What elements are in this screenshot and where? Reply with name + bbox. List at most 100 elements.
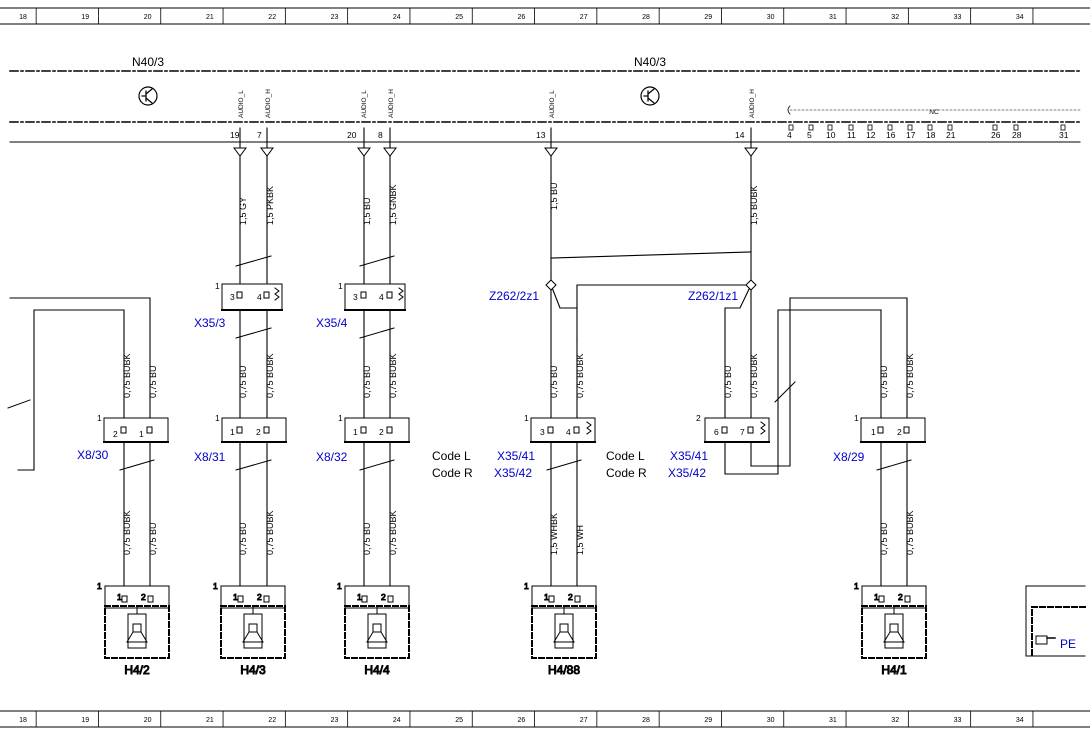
nc-pin-number: 18 — [926, 130, 936, 140]
ref-x35-42[interactable]: X35/42 — [668, 466, 706, 480]
pin-number: 2 — [696, 413, 701, 423]
tap-icon — [744, 147, 758, 157]
nc-pin-socket — [1060, 124, 1066, 131]
connector-x35-41-right — [704, 417, 770, 443]
connector-x35-3 — [221, 283, 283, 311]
speaker-icon — [126, 605, 148, 649]
pin-number: 4 — [566, 427, 571, 437]
pin-number: 2 — [568, 592, 573, 602]
module-pin-number: 7 — [257, 130, 262, 140]
pin-number: 1 — [854, 581, 859, 591]
wire-label: 0,75 BU — [879, 365, 889, 398]
wire — [724, 309, 882, 475]
grid-column-label: 22 — [268, 14, 276, 21]
grid-column-label: 32 — [891, 717, 899, 724]
wire-label: 0,75 BU — [238, 365, 248, 398]
grid-column-label: 34 — [1016, 14, 1024, 21]
signal-label: AUDIO_H — [265, 89, 272, 118]
grid-column-label: 18 — [19, 717, 27, 724]
speaker-label[interactable]: H4/3 — [240, 663, 267, 678]
grid-column-label: 25 — [455, 14, 463, 21]
ref-x8-30[interactable]: X8/30 — [77, 448, 109, 462]
twist-mark — [359, 255, 395, 471]
nc-pin-number: 16 — [886, 130, 896, 140]
ref-x35-41[interactable]: X35/41 — [670, 449, 708, 463]
pin-number: 2 — [141, 592, 146, 602]
pin-number: 1 — [97, 413, 102, 423]
wire-labels: 1,5 GY 1,5 PKBK 1,5 BU 1,5 GNBK 1,5 BU 1… — [122, 182, 915, 555]
pin-number: 2 — [257, 592, 262, 602]
signal-label: AUDIO_L — [238, 90, 245, 118]
pin-number: 2 — [381, 592, 386, 602]
nc-pin-socket — [887, 124, 893, 131]
pin-number: 1 — [215, 413, 220, 423]
pin-number: 3 — [230, 292, 235, 302]
splices — [545, 279, 757, 291]
wire-label: 1,5 PKBK — [265, 186, 275, 225]
ref-x8-29[interactable]: X8/29 — [833, 450, 865, 464]
nc-pin-socket — [867, 124, 873, 131]
speaker-label[interactable]: H4/4 — [364, 663, 391, 678]
wire-label: 0,75 BU — [148, 365, 158, 398]
nc-pin-number: 11 — [847, 130, 856, 140]
wire-label: 0,75 BUBK — [905, 353, 915, 398]
tap-icon — [383, 147, 397, 157]
nc-pin-socket — [992, 124, 998, 131]
grid-column-label: 23 — [331, 717, 339, 724]
wire — [17, 309, 125, 471]
speaker-label[interactable]: H4/88 — [547, 663, 580, 678]
connector-x35-4 — [344, 283, 406, 311]
speaker-label[interactable]: H4/2 — [124, 663, 151, 678]
wire-label: 0,75 BUBK — [265, 510, 275, 555]
grid-column-label: 24 — [393, 717, 401, 724]
wire-label: 1,5 BUBK — [749, 185, 759, 225]
nc-pin-number: 10 — [826, 130, 836, 140]
nc-pin-socket — [788, 124, 794, 131]
ref-x8-31[interactable]: X8/31 — [194, 450, 226, 464]
ref-x35-4[interactable]: X35/4 — [316, 316, 348, 330]
speaker-label[interactable]: H4/1 — [881, 663, 908, 678]
connector-x8-31 — [221, 417, 287, 443]
grid-column-label: 33 — [954, 14, 962, 21]
transistor-icon — [138, 86, 158, 106]
ref-x35-3[interactable]: X35/3 — [194, 316, 226, 330]
pin-number: 1 — [338, 413, 343, 423]
wire-label: 0,75 BUBK — [265, 353, 275, 398]
pe-reference-label[interactable]: PE — [1060, 637, 1076, 651]
tap-icon — [260, 147, 274, 157]
grid-column-label: 30 — [767, 717, 775, 724]
tap-icon — [544, 147, 558, 157]
wire-label: 1,5 GNBK — [388, 184, 398, 225]
ref-x8-32[interactable]: X8/32 — [316, 450, 348, 464]
grid-column-label: 22 — [268, 717, 276, 724]
grid-column-label: 28 — [642, 717, 650, 724]
pin-number: 1 — [544, 592, 549, 602]
pin-number: 2 — [379, 427, 384, 437]
speaker-icon — [366, 605, 388, 649]
grid-column-label: 20 — [144, 717, 152, 724]
nc-pin-socket — [808, 124, 814, 131]
reference-labels: X35/3 X35/4 Z262/2z1 Z262/1z1 X8/30 X8/3… — [77, 289, 865, 480]
tap-icon — [233, 147, 247, 157]
nc-pin-number: 12 — [866, 130, 876, 140]
wire — [750, 297, 908, 467]
nc-pin-number: 4 — [787, 130, 792, 140]
pin-number: 1 — [230, 427, 235, 437]
ref-z262-2z1[interactable]: Z262/2z1 — [489, 289, 539, 303]
wire-label: 0,75 BU — [148, 522, 158, 555]
module-pin-number: 14 — [735, 130, 745, 140]
grid-column-label: 33 — [954, 717, 962, 724]
wire — [9, 297, 151, 419]
grid-column-label: 31 — [829, 14, 837, 21]
wire-label: 1,5 GY — [238, 197, 248, 225]
ref-z262-1z1[interactable]: Z262/1z1 — [688, 289, 738, 303]
code-label: Code R — [606, 466, 647, 480]
ref-x35-41[interactable]: X35/41 — [497, 449, 535, 463]
ref-x35-42[interactable]: X35/42 — [494, 466, 532, 480]
